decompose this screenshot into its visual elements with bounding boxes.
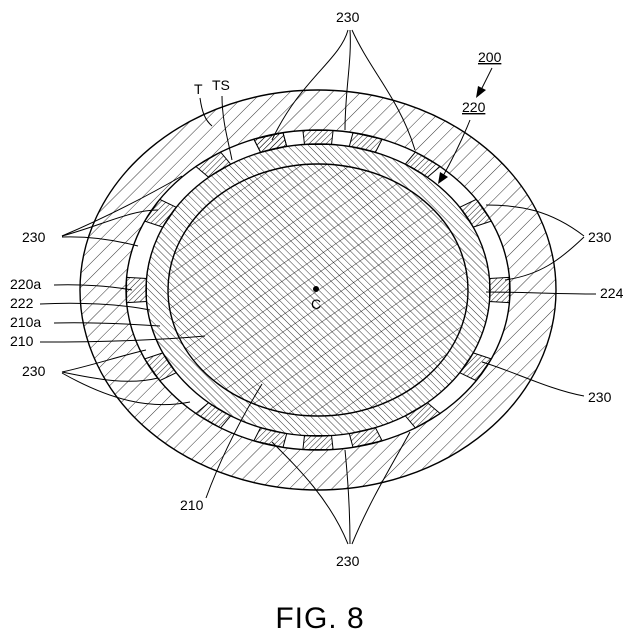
label-230-right-lower: 230 — [588, 389, 612, 405]
label-210-left: 210 — [10, 333, 34, 349]
label-230-top: 230 — [336, 9, 360, 25]
label-tire: T — [194, 81, 203, 97]
block-230-9 — [303, 436, 333, 450]
label-230-bottom: 230 — [336, 553, 360, 569]
label-210-bottom: 210 — [180, 497, 204, 513]
label-tire-surface: TS — [212, 77, 230, 93]
label-230-left-upper: 230 — [22, 229, 46, 245]
label-230-left-lower: 230 — [22, 363, 46, 379]
label-center: C — [311, 296, 321, 312]
figure-caption: FIG. 8 — [275, 602, 364, 635]
center-point — [313, 286, 319, 292]
label-220a: 220a — [10, 276, 41, 292]
block-230-1 — [303, 131, 333, 145]
block-230-5 — [490, 277, 510, 302]
label-230-right-upper: 230 — [588, 229, 612, 245]
arrowhead-200 — [476, 86, 486, 98]
label-224: 224 — [600, 285, 624, 301]
label-220: 220 — [462, 99, 486, 115]
label-200: 200 — [478, 49, 502, 65]
label-210a: 210a — [10, 314, 41, 330]
label-222: 222 — [10, 295, 34, 311]
